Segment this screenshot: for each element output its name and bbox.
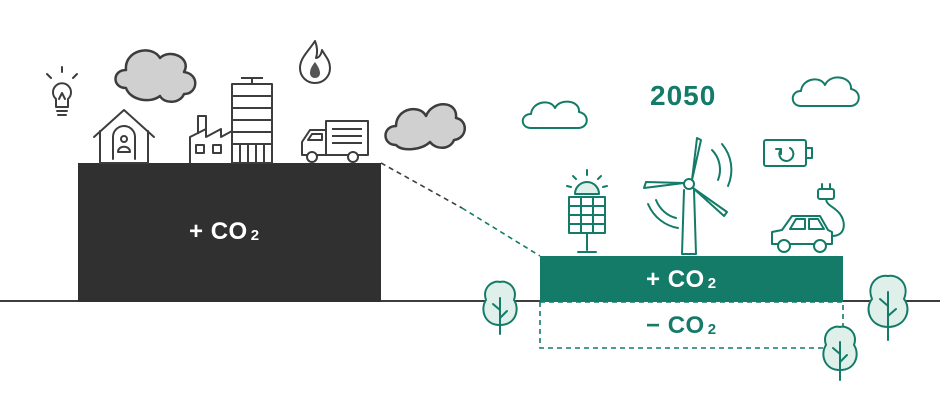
tree-icon (482, 280, 518, 335)
solar-panel-icon (566, 169, 608, 253)
truck-icon (301, 120, 369, 163)
battery-charging-icon (763, 139, 813, 167)
flame-icon (299, 40, 331, 84)
future-emission-text: CO (667, 266, 705, 293)
future-removal-subscript: 2 (707, 321, 717, 338)
future-emission-sign: + (646, 266, 661, 293)
wind-turbine-icon (643, 137, 733, 255)
electric-car-icon (771, 183, 845, 253)
future-removal-text: CO (667, 312, 705, 339)
cloud-icon (791, 76, 860, 107)
today-co2-subscript: 2 (250, 227, 260, 244)
today-co2-sign: + (189, 218, 204, 245)
future-removal-sign: − (646, 312, 661, 339)
cloud-icon (114, 49, 197, 103)
today-co2-text: CO (210, 218, 248, 245)
tree-icon (867, 274, 909, 341)
cloud-icon (521, 100, 588, 129)
lightbulb-icon (46, 66, 78, 116)
projection-lines (380, 162, 844, 349)
factory-icon (189, 115, 233, 163)
future-emission-block (540, 256, 843, 302)
tree-icon (822, 325, 858, 381)
today-emission-block (78, 163, 381, 302)
house-icon (93, 109, 155, 164)
future-year: 2050 (650, 80, 717, 111)
building-icon (231, 77, 273, 164)
future-emission-subscript: 2 (707, 275, 717, 292)
smoke-cloud-icon (384, 103, 466, 151)
